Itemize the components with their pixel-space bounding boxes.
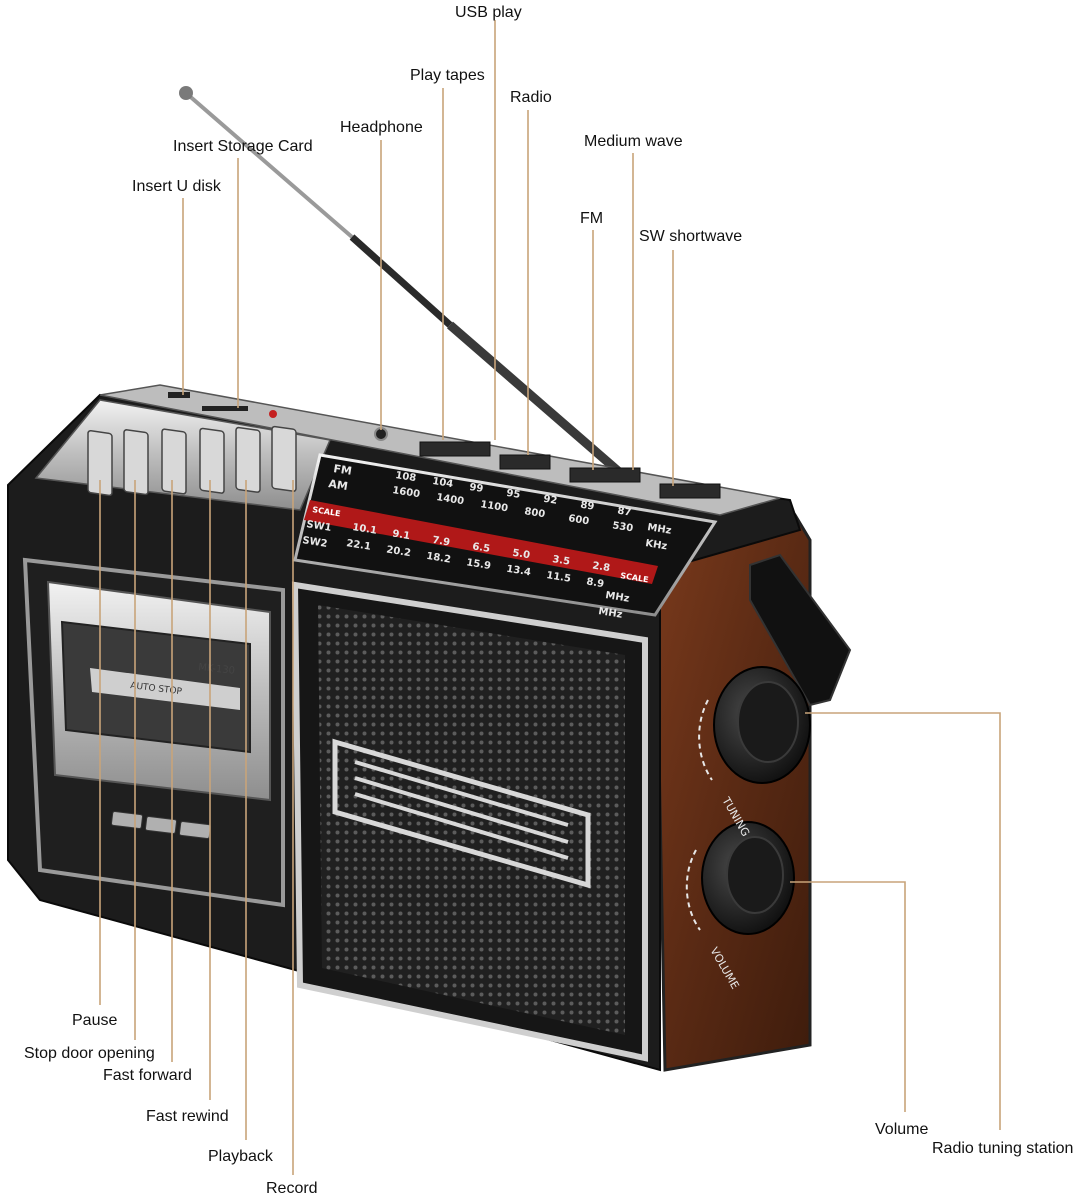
dial-frequency-value: 800 [524, 506, 546, 520]
callout-volume: Volume [875, 1121, 929, 1138]
dial-frequency-value: 10.1 [352, 522, 378, 537]
dial-unit-label: MHz [598, 606, 624, 621]
speaker-grille [318, 605, 625, 1035]
carry-handle [749, 553, 852, 707]
record-led [269, 410, 277, 418]
dial-frequency-value: 22.1 [346, 538, 372, 553]
callout-sw-shortwave: SW shortwave [639, 228, 743, 245]
dial-frequency-value: 87 [617, 506, 633, 519]
callout-record: Record [266, 1180, 318, 1197]
dial-frequency-value: 1600 [392, 485, 421, 500]
card-slot [202, 406, 248, 411]
callout-fm: FM [580, 210, 604, 227]
dial-frequency-value: 530 [612, 520, 634, 534]
dial-frequency-value: 2.8 [592, 560, 611, 574]
dial-scale-label: SCALE [620, 571, 649, 584]
dial-frequency-value: 95 [506, 488, 522, 501]
callout-pause: Pause [72, 1012, 118, 1029]
callout-playback: Playback [208, 1148, 273, 1165]
callout-usb-play: USB play [455, 4, 522, 21]
volume-knob [685, 821, 795, 935]
dial-frequency-value: 15.9 [466, 557, 492, 572]
speaker-chrome-trim [332, 738, 591, 889]
model-label: MK-130 [198, 662, 236, 677]
dial-frequency-value: 99 [469, 482, 485, 495]
dial-frequency-value: 20.2 [386, 544, 412, 559]
telescopic-antenna [179, 86, 643, 494]
dial-frequency-value: 9.1 [392, 528, 411, 542]
dial-band-label: AM [328, 477, 349, 493]
callout-fast-forward: Fast forward [103, 1067, 192, 1084]
callout-medium-wave: Medium wave [584, 133, 683, 150]
callout-insert-storage-card: Insert Storage Card [173, 138, 313, 155]
band-slider-1 [499, 454, 551, 470]
callout-insert-u-disk: Insert U disk [132, 178, 221, 195]
tuning-knob [698, 666, 811, 784]
dial-frequency-value: 5.0 [512, 548, 531, 562]
usb-slot [168, 392, 190, 398]
dial-frequency-value: 108 [395, 470, 417, 484]
dial-frequency-value: 104 [432, 476, 454, 490]
leader-tuning-station [805, 712, 1001, 1130]
dial-band-label: SW2 [302, 535, 329, 550]
dial-frequency-value: 600 [568, 513, 590, 527]
band-slider-3 [659, 483, 721, 499]
band-slider-2 [569, 467, 641, 483]
dial-band-label: FM [333, 462, 353, 478]
callout-radio-tuning-station: Radio tuning station [932, 1140, 1074, 1157]
callout-headphone: Headphone [340, 119, 423, 136]
dial-scale-label: SCALE [312, 505, 341, 518]
callout-fast-rewind: Fast rewind [146, 1108, 229, 1125]
callout-radio: Radio [510, 89, 552, 106]
cassette-label-strip [90, 668, 240, 710]
dial-unit-label: MHz [647, 522, 673, 537]
callout-play-tapes: Play tapes [410, 67, 485, 84]
dial-frequency-value: 3.5 [552, 554, 571, 568]
dial-frequency-value: 1100 [480, 499, 509, 514]
dial-frequency-value: 92 [543, 494, 559, 507]
dial-frequency-value: 18.2 [426, 551, 452, 566]
dial-frequency-value: 8.9 [586, 576, 605, 590]
dial-frequency-value: 89 [580, 500, 596, 513]
callout-leader-lines [99, 20, 1001, 1175]
dial-unit-label: KHz [645, 538, 669, 552]
dial-scale-strip [304, 500, 658, 584]
dial-frequency-value: 6.5 [472, 541, 491, 555]
piano-key-buttons [87, 425, 297, 497]
leader-volume [790, 881, 906, 1112]
dial-frequency-value: 13.4 [506, 564, 532, 579]
mode-slider [419, 441, 491, 457]
dial-unit-label: MHz [605, 590, 631, 605]
cassette-transport-buttons [110, 810, 212, 840]
dial-frequency-value: 7.9 [432, 535, 451, 549]
callout-stop-door-opening: Stop door opening [24, 1045, 155, 1062]
dial-frequency-value: 1400 [436, 492, 465, 507]
dial-frequency-value: 11.5 [546, 570, 572, 585]
dial-band-label: SW1 [306, 519, 333, 534]
